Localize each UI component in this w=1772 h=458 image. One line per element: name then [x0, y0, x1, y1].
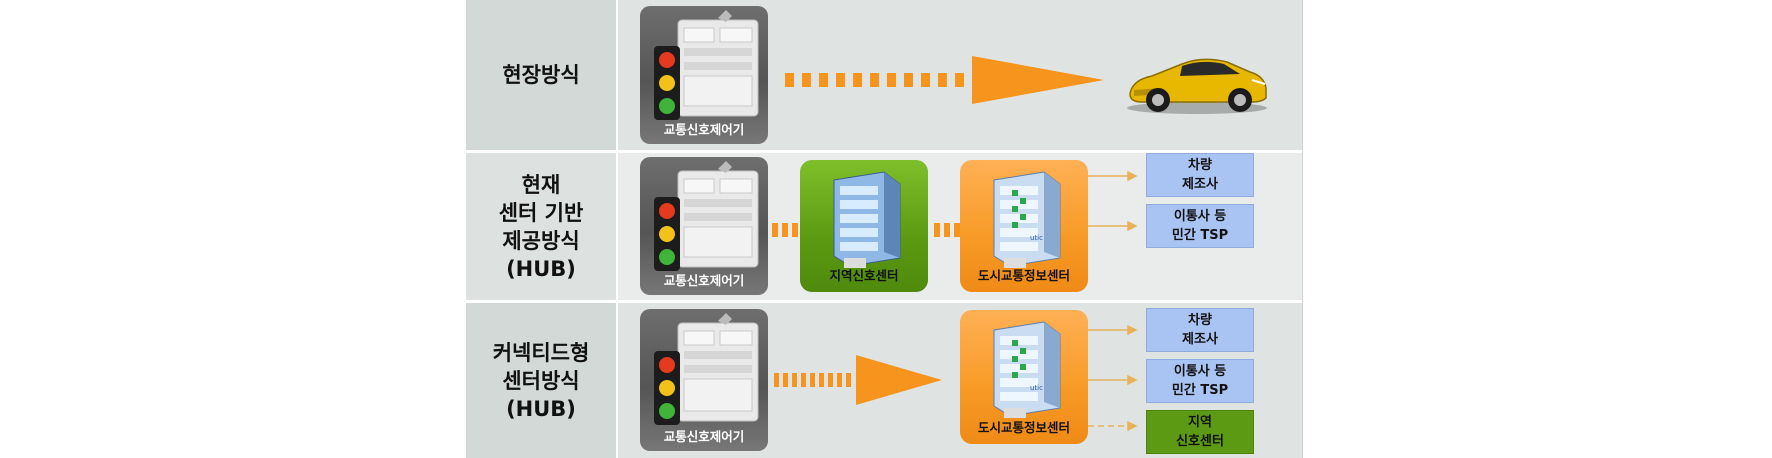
building-icon	[833, 171, 901, 268]
regional-center-caption: 지역신호센터	[829, 268, 899, 283]
right-border	[1302, 0, 1303, 458]
traffic-controller-tile: 교통신호제어기	[640, 157, 768, 295]
box-line: 차량	[1188, 158, 1212, 173]
box-line: 지역	[1188, 415, 1212, 430]
controller-caption: 교통신호제어기	[663, 273, 745, 288]
row-3-label: 커넥티드형 센터방식 (HUB)	[466, 303, 616, 458]
traffic-controller-tile: 교통신호제어기	[640, 6, 768, 144]
svg-text:utic: utic	[1030, 234, 1043, 242]
box-line: 차량	[1188, 313, 1212, 328]
row-2-label: 현재 센터 기반 제공방식 (HUB)	[466, 153, 616, 300]
controller-cabinet-icon	[677, 161, 759, 268]
traffic-light-icon	[654, 46, 680, 120]
controller-cabinet-icon	[677, 10, 759, 117]
building-icon: utic	[993, 171, 1061, 268]
row-2-label-line: 현재	[521, 172, 561, 197]
label-column-1	[466, 0, 616, 150]
svg-text:utic: utic	[1030, 384, 1043, 392]
controller-caption: 교통신호제어기	[663, 429, 745, 444]
row-2-label-line: 제공방식	[502, 228, 580, 253]
connector-lines	[1088, 170, 1138, 232]
controller-cabinet-icon	[677, 313, 759, 422]
box-line: 신호센터	[1176, 434, 1224, 449]
row-2-label-line: (HUB)	[506, 256, 576, 281]
city-center-caption: 도시교통정보센터	[977, 420, 1070, 435]
traffic-controller-tile: 교통신호제어기	[640, 309, 768, 451]
label-column-3	[466, 303, 616, 458]
row-3-label-line: 센터방식	[502, 368, 580, 393]
box-line: 제조사	[1182, 332, 1218, 347]
box-line: 이통사 등	[1173, 364, 1227, 379]
regional-signal-center-box: 지역 신호센터	[1146, 410, 1254, 454]
city-traffic-center-tile: utic 도시교통정보센터	[960, 310, 1088, 444]
regional-signal-center-tile: 지역신호센터	[800, 160, 928, 292]
row-3-label-line: (HUB)	[506, 396, 576, 421]
car-icon	[1127, 58, 1267, 114]
traffic-light-icon	[654, 351, 680, 425]
row-1-label-line: 현장방식	[502, 63, 580, 87]
box-line: 민간 TSP	[1171, 228, 1229, 243]
private-tsp-box: 이통사 등 민간 TSP	[1146, 204, 1254, 248]
box-line: 이통사 등	[1173, 209, 1227, 224]
label-column-2	[466, 153, 616, 300]
utic-logo-icon	[1012, 340, 1026, 378]
row-1-label: 현장방식	[466, 0, 616, 150]
city-center-caption: 도시교통정보센터	[977, 268, 1070, 283]
connector-lines	[1088, 324, 1138, 432]
utic-logo-icon	[1012, 190, 1026, 228]
controller-caption: 교통신호제어기	[663, 122, 745, 137]
dashed-arrow	[785, 56, 1104, 104]
column-divider	[616, 0, 618, 458]
dashed-arrow	[774, 355, 942, 405]
box-line: 민간 TSP	[1171, 383, 1229, 398]
city-traffic-center-tile: utic 도시교통정보센터	[960, 160, 1088, 292]
traffic-light-icon	[654, 197, 680, 271]
building-icon: utic	[993, 321, 1061, 418]
private-tsp-box: 이통사 등 민간 TSP	[1146, 359, 1254, 403]
vehicle-manufacturer-box: 차량 제조사	[1146, 153, 1254, 197]
row-3-label-line: 커넥티드형	[492, 340, 590, 365]
box-line: 제조사	[1182, 177, 1218, 192]
row-2-label-line: 센터 기반	[498, 200, 584, 225]
vehicle-manufacturer-box: 차량 제조사	[1146, 308, 1254, 352]
